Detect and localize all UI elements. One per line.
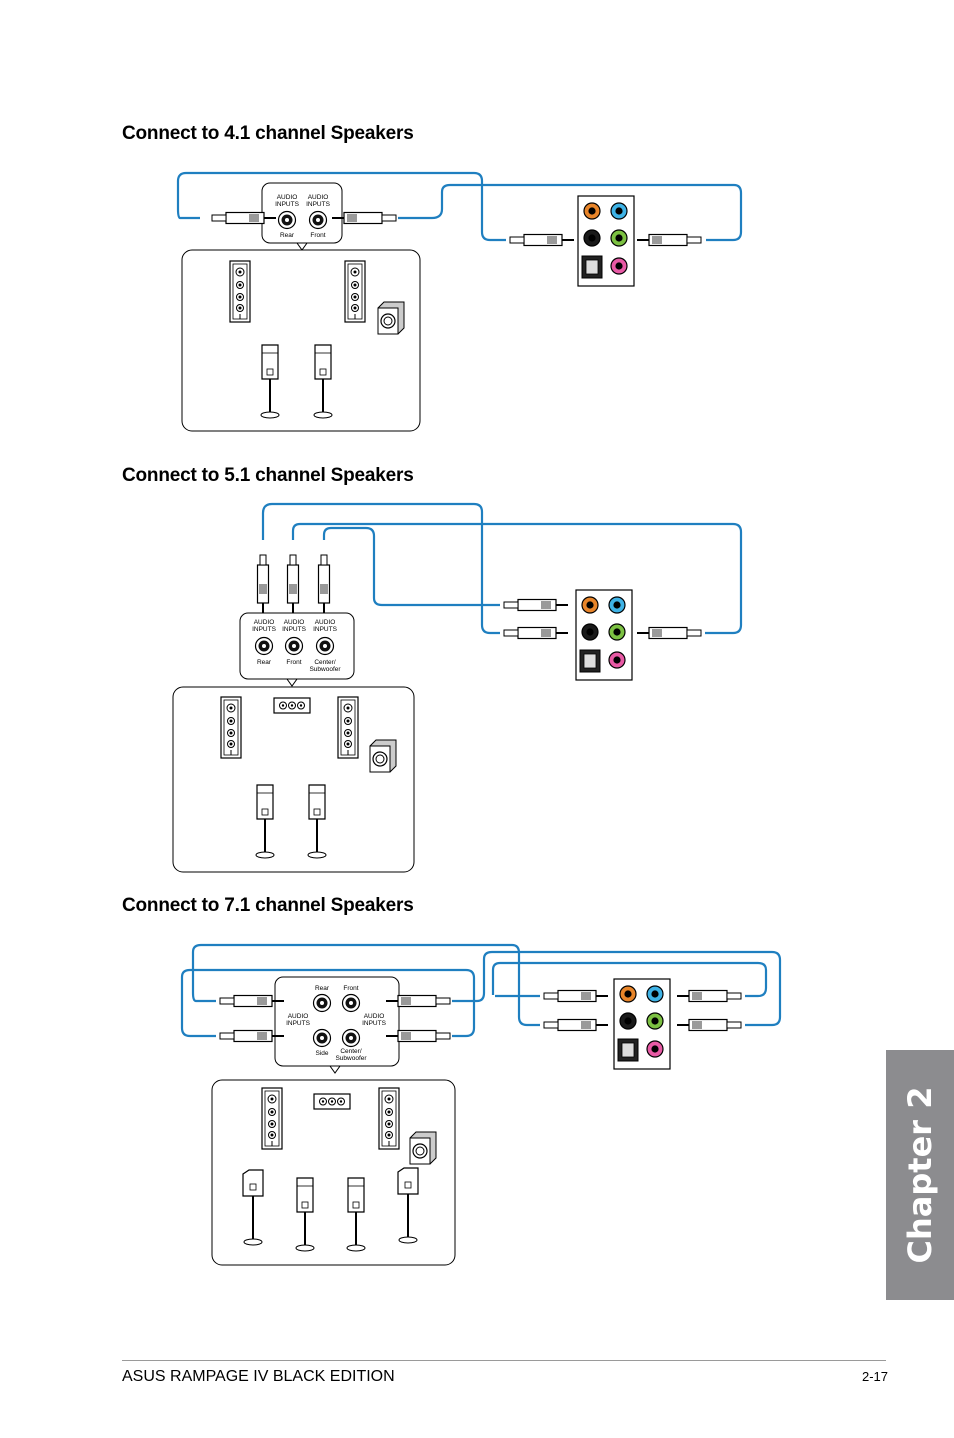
footer-product-name: ASUS RAMPAGE IV BLACK EDITION: [122, 1368, 395, 1385]
tower-speaker-icon: [344, 260, 366, 323]
satellite-speaker-stand-icon: [260, 344, 280, 419]
audio-plug-icon: [503, 598, 568, 612]
audio-plug-icon: [677, 989, 742, 1003]
tower-speaker-icon: [261, 1087, 283, 1150]
subwoofer-icon: [369, 739, 397, 773]
port-label: Center/Subwoofer: [335, 1048, 367, 1062]
audio-cable: [180, 968, 476, 1038]
satellite-speaker-stand-icon: [307, 784, 327, 859]
audio-cable: [322, 526, 500, 607]
port-label: Front: [286, 659, 301, 666]
rear-audio-panel-icon: [575, 589, 633, 681]
audio-plug-icon: [677, 1018, 742, 1032]
port-label: Front: [343, 985, 358, 992]
audio-cable: [191, 943, 540, 1027]
rear-audio-panel-icon: [613, 978, 671, 1070]
satellite-speaker-stand-icon: [313, 344, 333, 419]
footer-divider: [122, 1360, 886, 1361]
port-label: Rear: [315, 985, 330, 992]
section-heading-5-1: Connect to 5.1 channel Speakers: [122, 465, 414, 486]
audio-plug-icon: [332, 211, 397, 225]
speaker-room-box: [211, 1079, 456, 1266]
tower-speaker-icon: [229, 260, 251, 323]
center-speaker-icon: [313, 1093, 351, 1110]
section-heading-4-1: Connect to 4.1 channel Speakers: [122, 123, 414, 144]
chapter-tab-label: Chapter 2: [901, 1086, 939, 1264]
audio-plug-icon: [637, 626, 702, 640]
audio-plug-icon: [637, 233, 702, 247]
port-label: Front: [310, 232, 325, 239]
port-label: Center/Subwoofer: [309, 659, 341, 673]
speaker-room-box: [181, 249, 421, 432]
audio-plug-icon: [543, 1018, 608, 1032]
audio-plug-icon: [286, 554, 300, 615]
subwoofer-icon: [377, 301, 405, 335]
audio-cable: [291, 522, 743, 635]
audio-plug-icon: [386, 994, 451, 1008]
satellite-speaker-stand-icon: [346, 1177, 366, 1252]
section-heading-7-1: Connect to 7.1 channel Speakers: [122, 895, 414, 916]
audio-cable: [491, 961, 768, 998]
tower-speaker-icon: [220, 696, 242, 759]
center-speaker-icon: [273, 697, 311, 714]
side-speaker-icon: [397, 1167, 419, 1244]
audio-cable: [452, 950, 782, 1027]
side-speaker-icon: [242, 1169, 264, 1246]
footer-page-number: 2-17: [861, 1369, 888, 1384]
audio-plug-icon: [386, 1029, 451, 1043]
audio-plug-icon: [256, 554, 270, 615]
tower-speaker-icon: [337, 696, 359, 759]
audio-plug-icon: [211, 211, 276, 225]
audio-cable: [176, 171, 506, 242]
audio-plug-icon: [219, 1029, 284, 1043]
port-label: Rear: [257, 659, 272, 666]
port-label: Side: [315, 1050, 328, 1057]
audio-cable: [398, 183, 743, 242]
chapter-tab: Chapter 2: [886, 1050, 954, 1300]
tower-speaker-icon: [378, 1087, 400, 1150]
port-label: Rear: [280, 232, 295, 239]
audio-plug-icon: [317, 554, 331, 615]
satellite-speaker-stand-icon: [295, 1177, 315, 1252]
audio-plug-icon: [503, 626, 568, 640]
audio-plug-icon: [543, 989, 608, 1003]
audio-cable: [261, 502, 500, 635]
subwoofer-icon: [409, 1131, 437, 1165]
rear-audio-panel-icon: [577, 195, 635, 287]
audio-plug-icon: [509, 233, 574, 247]
satellite-speaker-stand-icon: [255, 784, 275, 859]
audio-plug-icon: [219, 994, 284, 1008]
speaker-room-box: [172, 686, 415, 873]
